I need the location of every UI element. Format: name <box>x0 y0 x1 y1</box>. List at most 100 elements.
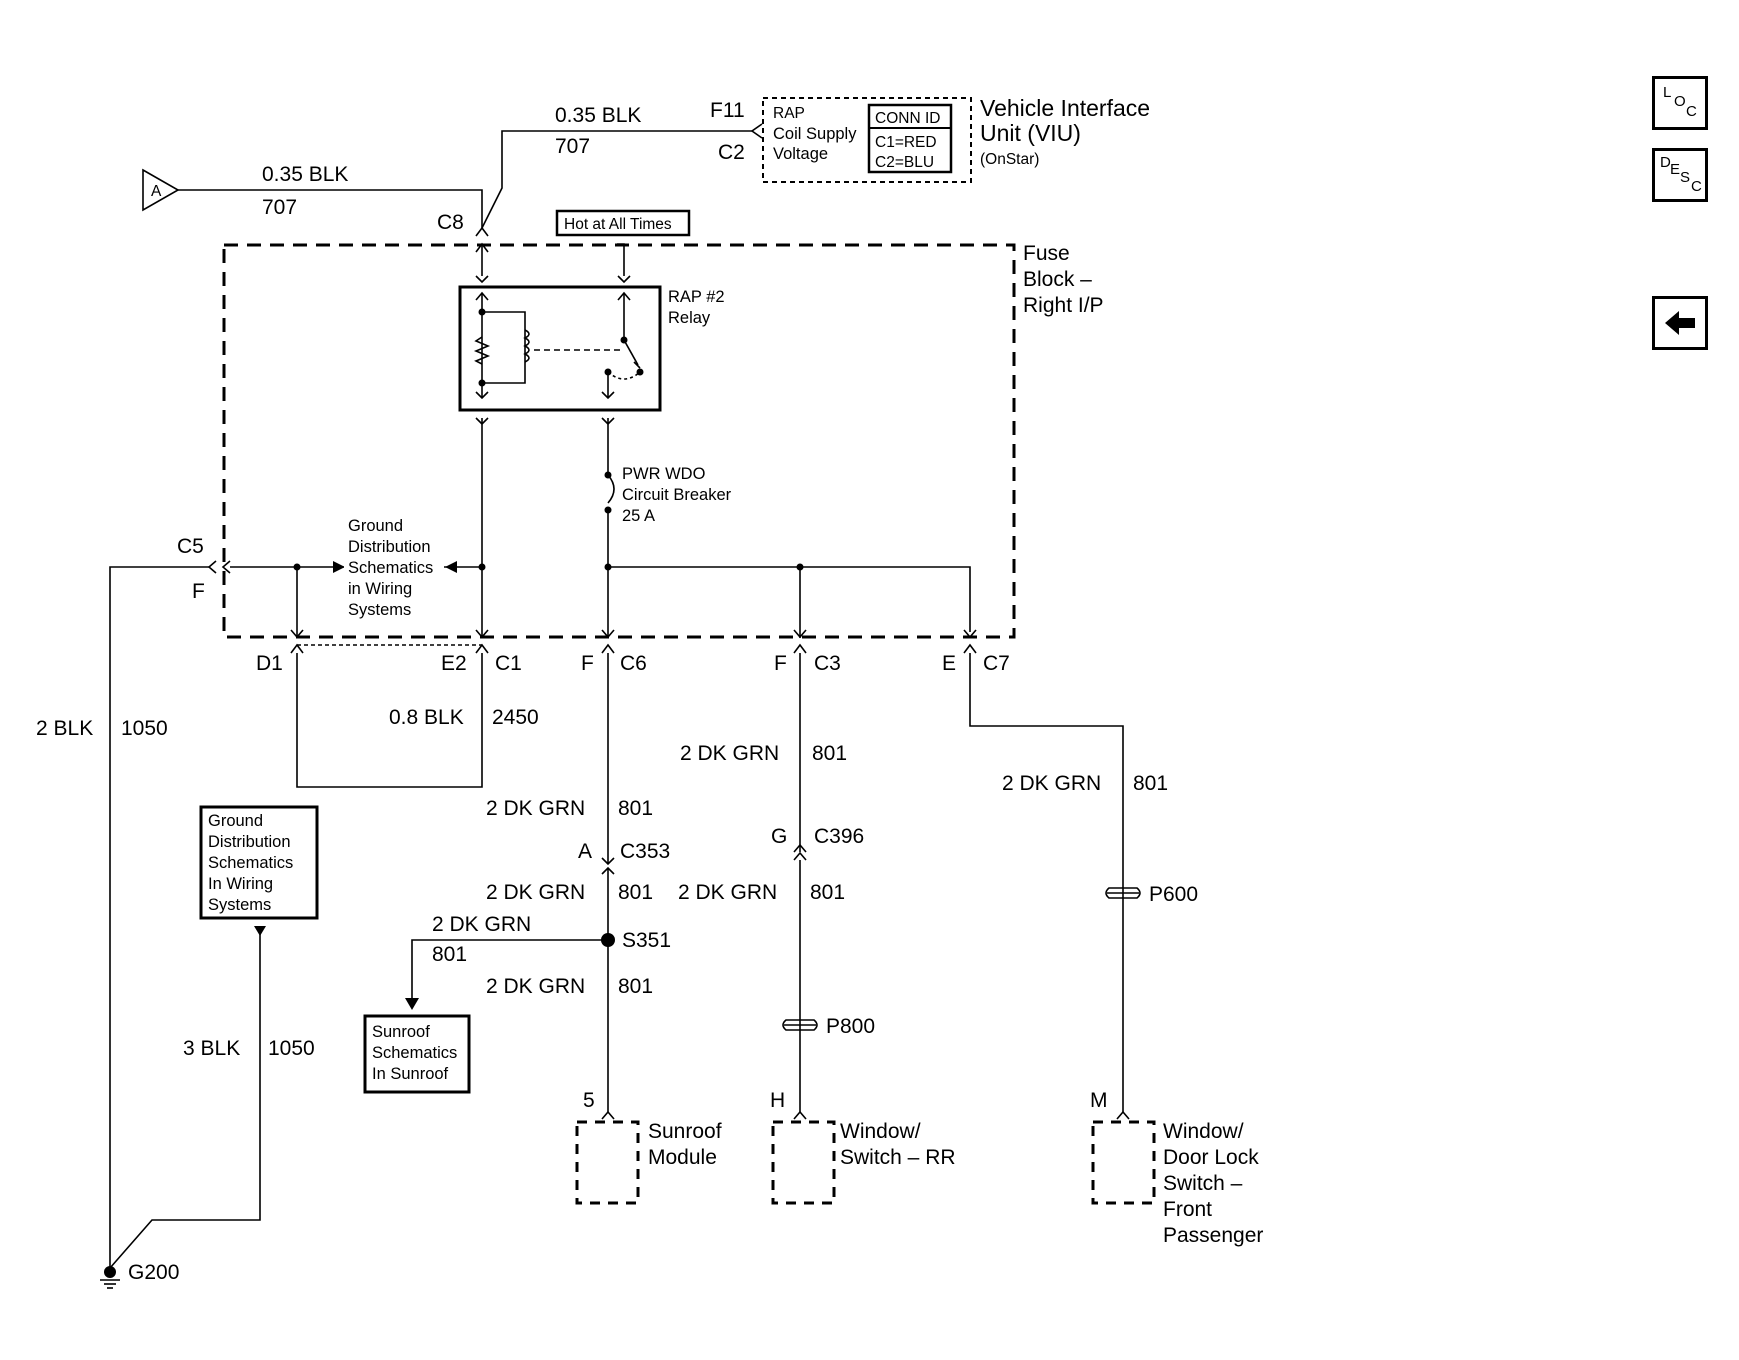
sunroof-ref-line3: In Sunroof <box>372 1065 449 1083</box>
wire-ground-circuit: 1050 <box>121 717 168 740</box>
c396-terminal-a <box>793 843 807 853</box>
wire-c396-circuit: 801 <box>810 881 845 904</box>
window-rr-outline <box>771 1120 836 1205</box>
relay-contact-no <box>636 368 644 376</box>
connector-c6-pin: F <box>581 652 594 675</box>
ground-bus-node-e2 <box>478 563 486 571</box>
wire-c396-gauge: 2 DK GRN <box>678 881 777 904</box>
wire-splice-sunroof-ref <box>411 939 608 1008</box>
offpage-marker-a <box>142 168 180 212</box>
window-rr-terminal <box>793 1110 807 1120</box>
splice-s351-label: S351 <box>622 929 671 952</box>
viu-outline <box>762 97 972 183</box>
ground-ref-line3: Schematics <box>208 854 293 872</box>
sunroof-ref-line1: Sunroof <box>372 1023 430 1041</box>
relay-contact-arc <box>607 371 641 380</box>
relay-coil-bottom-arrow <box>475 391 489 400</box>
connector-c8: C8 <box>437 211 464 234</box>
wire-bus-c7 <box>608 566 971 632</box>
ground-g200-label: G200 <box>128 1261 179 1284</box>
breaker-label-line3: 25 A <box>622 507 655 525</box>
fuse-ground-ref-line5: Systems <box>348 601 411 619</box>
terminal-c3-out <box>793 643 807 654</box>
connector-c3: C3 <box>814 652 841 675</box>
relay-coil <box>523 329 530 363</box>
ground-g200-dot <box>104 1266 116 1278</box>
c396-terminal-b <box>793 851 807 861</box>
fuse-block-title-line1: Fuse <box>1023 242 1070 265</box>
viu-circuit-line1: RAP <box>773 105 805 122</box>
terminal-c5-out <box>207 560 217 574</box>
hot-at-all-times-label: Hot at All Times <box>564 216 672 233</box>
wire-viu-707 <box>481 130 752 229</box>
fuse-ground-ref-line3: Schematics <box>348 559 433 577</box>
viu-circuit-line3: Voltage <box>773 145 828 163</box>
wire-2450-gauge: 0.8 BLK <box>389 706 464 729</box>
hot-relay-arrow <box>617 275 631 284</box>
viu-subtitle: (OnStar) <box>980 151 1039 168</box>
window-fp-line4: Front <box>1163 1198 1212 1221</box>
connector-c1: C1 <box>495 652 522 675</box>
hot-at-all-times-box <box>555 209 691 237</box>
back-button[interactable] <box>1652 296 1708 350</box>
c8-relay-arrow <box>475 275 489 284</box>
wire-g200-circuit: 1050 <box>268 1037 315 1060</box>
fuse-block-title-line3: Right I/P <box>1023 294 1104 317</box>
c8-terminal <box>475 226 489 237</box>
relay-label-line2: Relay <box>668 309 711 327</box>
loc-letter-c: C <box>1686 103 1697 120</box>
viu-circuit-line2: Coil Supply <box>773 125 857 143</box>
breaker-label-line2: Circuit Breaker <box>622 486 732 504</box>
location-button[interactable]: L O C <box>1652 76 1708 130</box>
relay-coil-loop <box>482 311 526 384</box>
wire-g200 <box>109 926 261 1269</box>
window-rr-line1: Window/ <box>840 1120 921 1143</box>
viu-title-line1: Vehicle Interface <box>980 95 1150 121</box>
ground-g200-icon <box>100 1266 120 1289</box>
conn-id-title: CONN ID <box>875 110 940 127</box>
wire-ground-gauge: 2 BLK <box>36 717 93 740</box>
ground-ref-line1: Ground <box>208 812 263 830</box>
terminal-c6-in <box>601 629 615 639</box>
wire-viu-circuit: 707 <box>555 135 590 158</box>
connector-c7: C7 <box>983 652 1010 675</box>
ground-ref-box <box>199 805 319 920</box>
loc-letter-o: O <box>1674 93 1686 110</box>
wire-c353-circuit: 801 <box>618 881 653 904</box>
viu-pin-f11: F11 <box>710 99 745 122</box>
wire-c7-circuit: 801 <box>1133 772 1168 795</box>
ground-ref-arrow-left <box>333 561 345 573</box>
wire-a-circuit: 707 <box>262 196 297 219</box>
connector-c3-pin: F <box>774 652 787 675</box>
terminal-e2-in <box>475 629 489 639</box>
c353-terminal-in <box>601 857 615 866</box>
sunroof-module-line1: Sunroof <box>648 1120 722 1143</box>
wire-c3-gauge: 2 DK GRN <box>680 742 779 765</box>
p800-grommet <box>782 1019 818 1031</box>
relay-output-arrow <box>601 391 615 400</box>
wire-c7-gauge: 2 DK GRN <box>1002 772 1101 795</box>
wire-g200-gauge: 3 BLK <box>183 1037 240 1060</box>
terminal-c3-in <box>793 629 807 639</box>
wire-branch-circuit: 801 <box>432 943 467 966</box>
ground-ref-arrow-right <box>445 561 457 573</box>
connector-c5: C5 <box>177 535 204 558</box>
wire-c3-circuit: 801 <box>812 742 847 765</box>
loc-letter-l: L <box>1663 84 1672 101</box>
circuit-breaker-symbol <box>607 474 615 504</box>
wire-a-707 <box>178 189 483 228</box>
c353-name: C353 <box>620 840 670 863</box>
description-button[interactable]: D E S C <box>1652 148 1708 202</box>
terminal-c5-in <box>221 560 231 574</box>
wire-sunroof-circuit: 801 <box>618 975 653 998</box>
relay-switch-blade <box>623 339 639 366</box>
rap-2-relay <box>458 285 662 412</box>
arrow-left-icon <box>1665 311 1695 335</box>
fuse-block-title-line2: Block – <box>1023 268 1092 291</box>
sunroof-module-pin: 5 <box>583 1089 595 1112</box>
terminal-d1-out <box>290 643 304 654</box>
window-fp-terminal <box>1116 1110 1130 1120</box>
relay-box <box>458 285 662 412</box>
wire-viu-gauge: 0.35 BLK <box>555 104 641 127</box>
